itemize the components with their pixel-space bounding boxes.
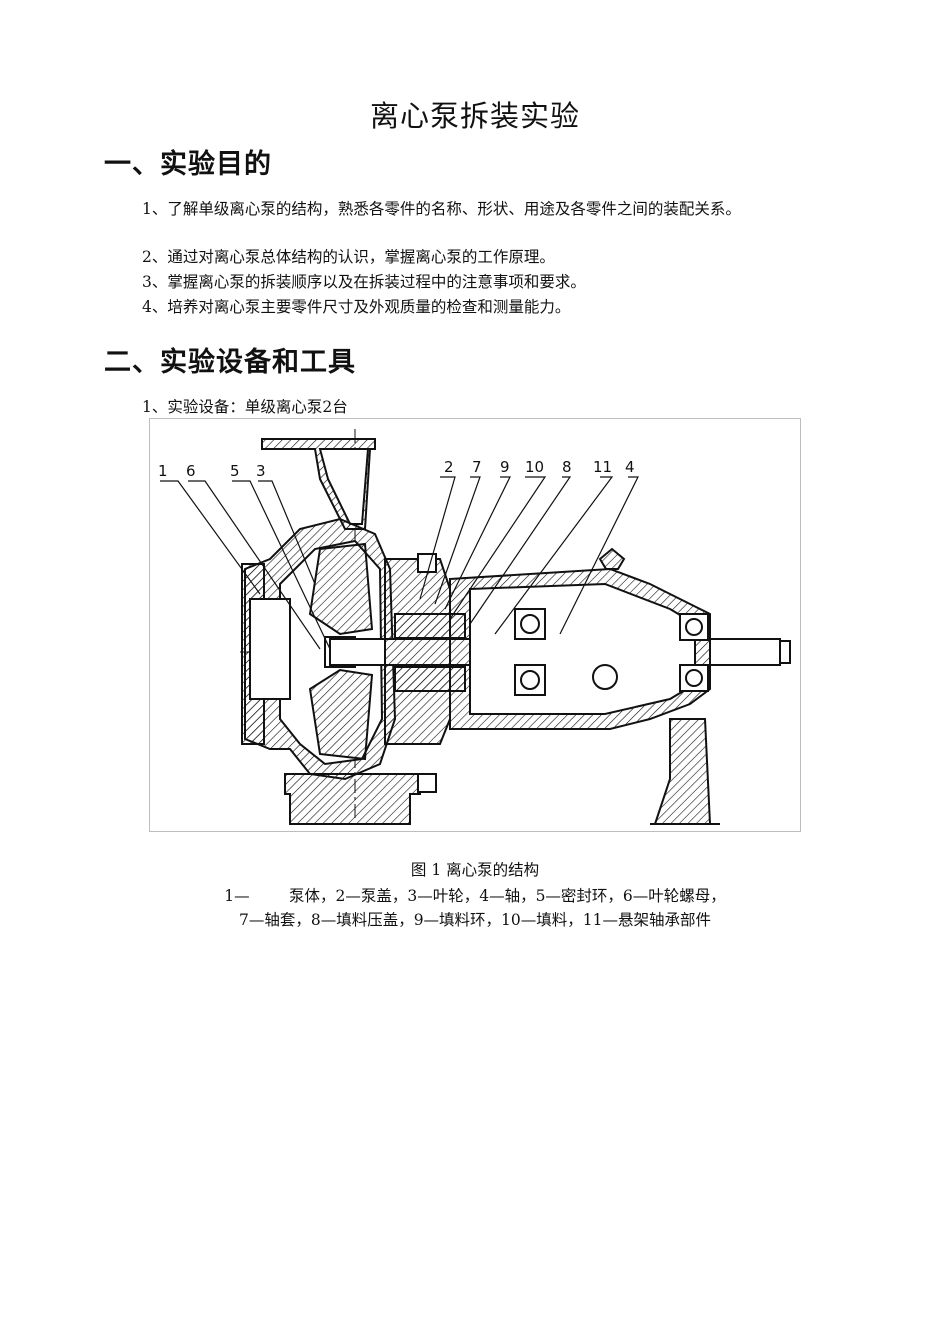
label-5: 5: [230, 462, 240, 480]
figure-caption-title: 图 1 离心泵的结构: [410, 861, 540, 879]
label-1: 1: [158, 462, 168, 480]
purpose-item-2: 2、通过对离心泵总体结构的认识，掌握离心泵的工作原理。: [142, 248, 555, 266]
label-8: 8: [562, 458, 572, 476]
section-heading-purpose: 一、实验目的: [104, 149, 272, 180]
purpose-item-1: 1、了解单级离心泵的结构，熟悉各零件的名称、形状、用途及各零件之间的装配关系。: [142, 200, 741, 218]
purpose-item-4: 4、培养对离心泵主要零件尺寸及外观质量的检查和测量能力。: [142, 298, 571, 316]
figure-caption-line-2: 7—轴套，8—填料压盖，9—填料环，10—填料，11—悬架轴承部件: [238, 911, 712, 929]
section-heading-equipment: 二、实验设备和工具: [104, 347, 356, 378]
equipment-item-1: 1、实验设备：单级离心泵2台: [142, 398, 348, 416]
label-4: 4: [625, 458, 635, 476]
label-9: 9: [500, 458, 510, 476]
label-2: 2: [444, 458, 454, 476]
purpose-item-3: 3、掌握离心泵的拆装顺序以及在拆装过程中的注意事项和要求。: [142, 273, 586, 291]
page-title: 离心泵拆装实验: [369, 99, 580, 133]
label-7: 7: [472, 458, 482, 476]
label-6: 6: [186, 462, 196, 480]
label-3: 3: [256, 462, 266, 480]
pump-structure-figure: 1 6 5 3 2 7 9 10 8 11 4: [149, 418, 801, 832]
pump-cross-section-drawing: 1 6 5 3 2 7 9 10 8 11 4: [158, 429, 791, 825]
label-11: 11: [593, 458, 612, 476]
label-10: 10: [525, 458, 544, 476]
figure-caption-line-1: 1— 泵体，2—泵盖，3—叶轮，4—轴，5—密封环，6—叶轮螺母，: [224, 887, 726, 905]
